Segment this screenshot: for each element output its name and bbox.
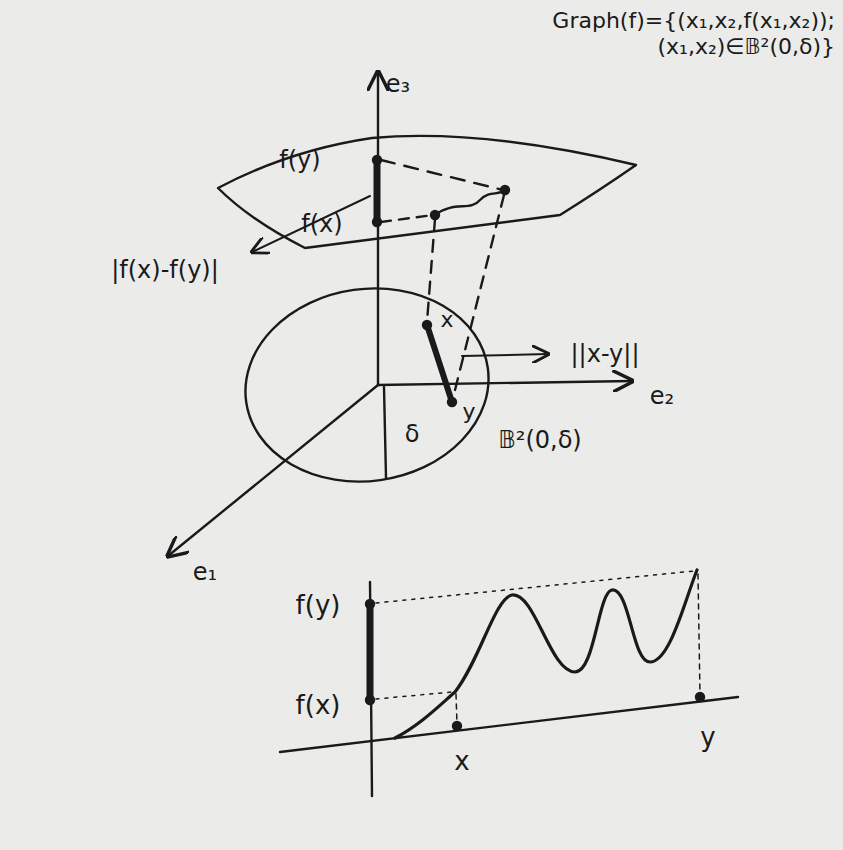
- dashed-line: [381, 160, 503, 190]
- axis-e2: [378, 381, 632, 385]
- math-label: y: [700, 722, 715, 753]
- point: [423, 321, 431, 329]
- disk-outline: [233, 273, 501, 497]
- leader-arrow: [252, 196, 370, 252]
- point: [453, 722, 461, 730]
- math-label: |f(x)-f(y)|: [111, 256, 219, 285]
- graph-surface: [218, 136, 636, 248]
- math-label: f(x): [301, 210, 342, 239]
- dotted-line: [376, 692, 452, 699]
- surface-curve: [435, 190, 505, 215]
- math-label: 𝔹²(0,δ): [498, 426, 581, 455]
- radius-line: [384, 387, 386, 478]
- point: [696, 693, 704, 701]
- math-label: x: [454, 746, 469, 777]
- point: [448, 398, 456, 406]
- dotted-line: [376, 571, 694, 603]
- dashed-line: [427, 219, 435, 322]
- dashed-line: [698, 574, 700, 696]
- axis-x: [280, 697, 738, 752]
- function-curve: [395, 570, 697, 738]
- math-label: e₁: [193, 558, 217, 587]
- axis-e3: [377, 72, 379, 385]
- point: [501, 186, 509, 194]
- value-segment: [367, 604, 374, 700]
- value-segment: [374, 160, 381, 222]
- math-label: e₃: [386, 70, 410, 99]
- distance-segment: [427, 325, 452, 402]
- math-label: f(y): [296, 590, 341, 621]
- math-label: ||x-y||: [571, 340, 640, 369]
- math-label: y: [462, 399, 475, 425]
- math-label: δ: [405, 420, 420, 449]
- math-label: f(y): [279, 146, 320, 175]
- point: [366, 600, 374, 608]
- dashed-line: [453, 195, 504, 398]
- axis-y: [370, 582, 372, 796]
- axis-e1: [168, 385, 378, 556]
- math-label: e₂: [650, 382, 674, 411]
- math-label: f(x): [296, 690, 341, 721]
- math-label: x: [440, 307, 453, 333]
- leader-arrow: [462, 354, 548, 356]
- math-label: Graph(f)={(x₁,x₂,f(x₁,x₂)); (x₁,x₂)∈𝔹²(0…: [445, 8, 835, 61]
- dashed-line: [456, 694, 457, 724]
- dashed-line: [381, 215, 433, 222]
- point: [366, 696, 374, 704]
